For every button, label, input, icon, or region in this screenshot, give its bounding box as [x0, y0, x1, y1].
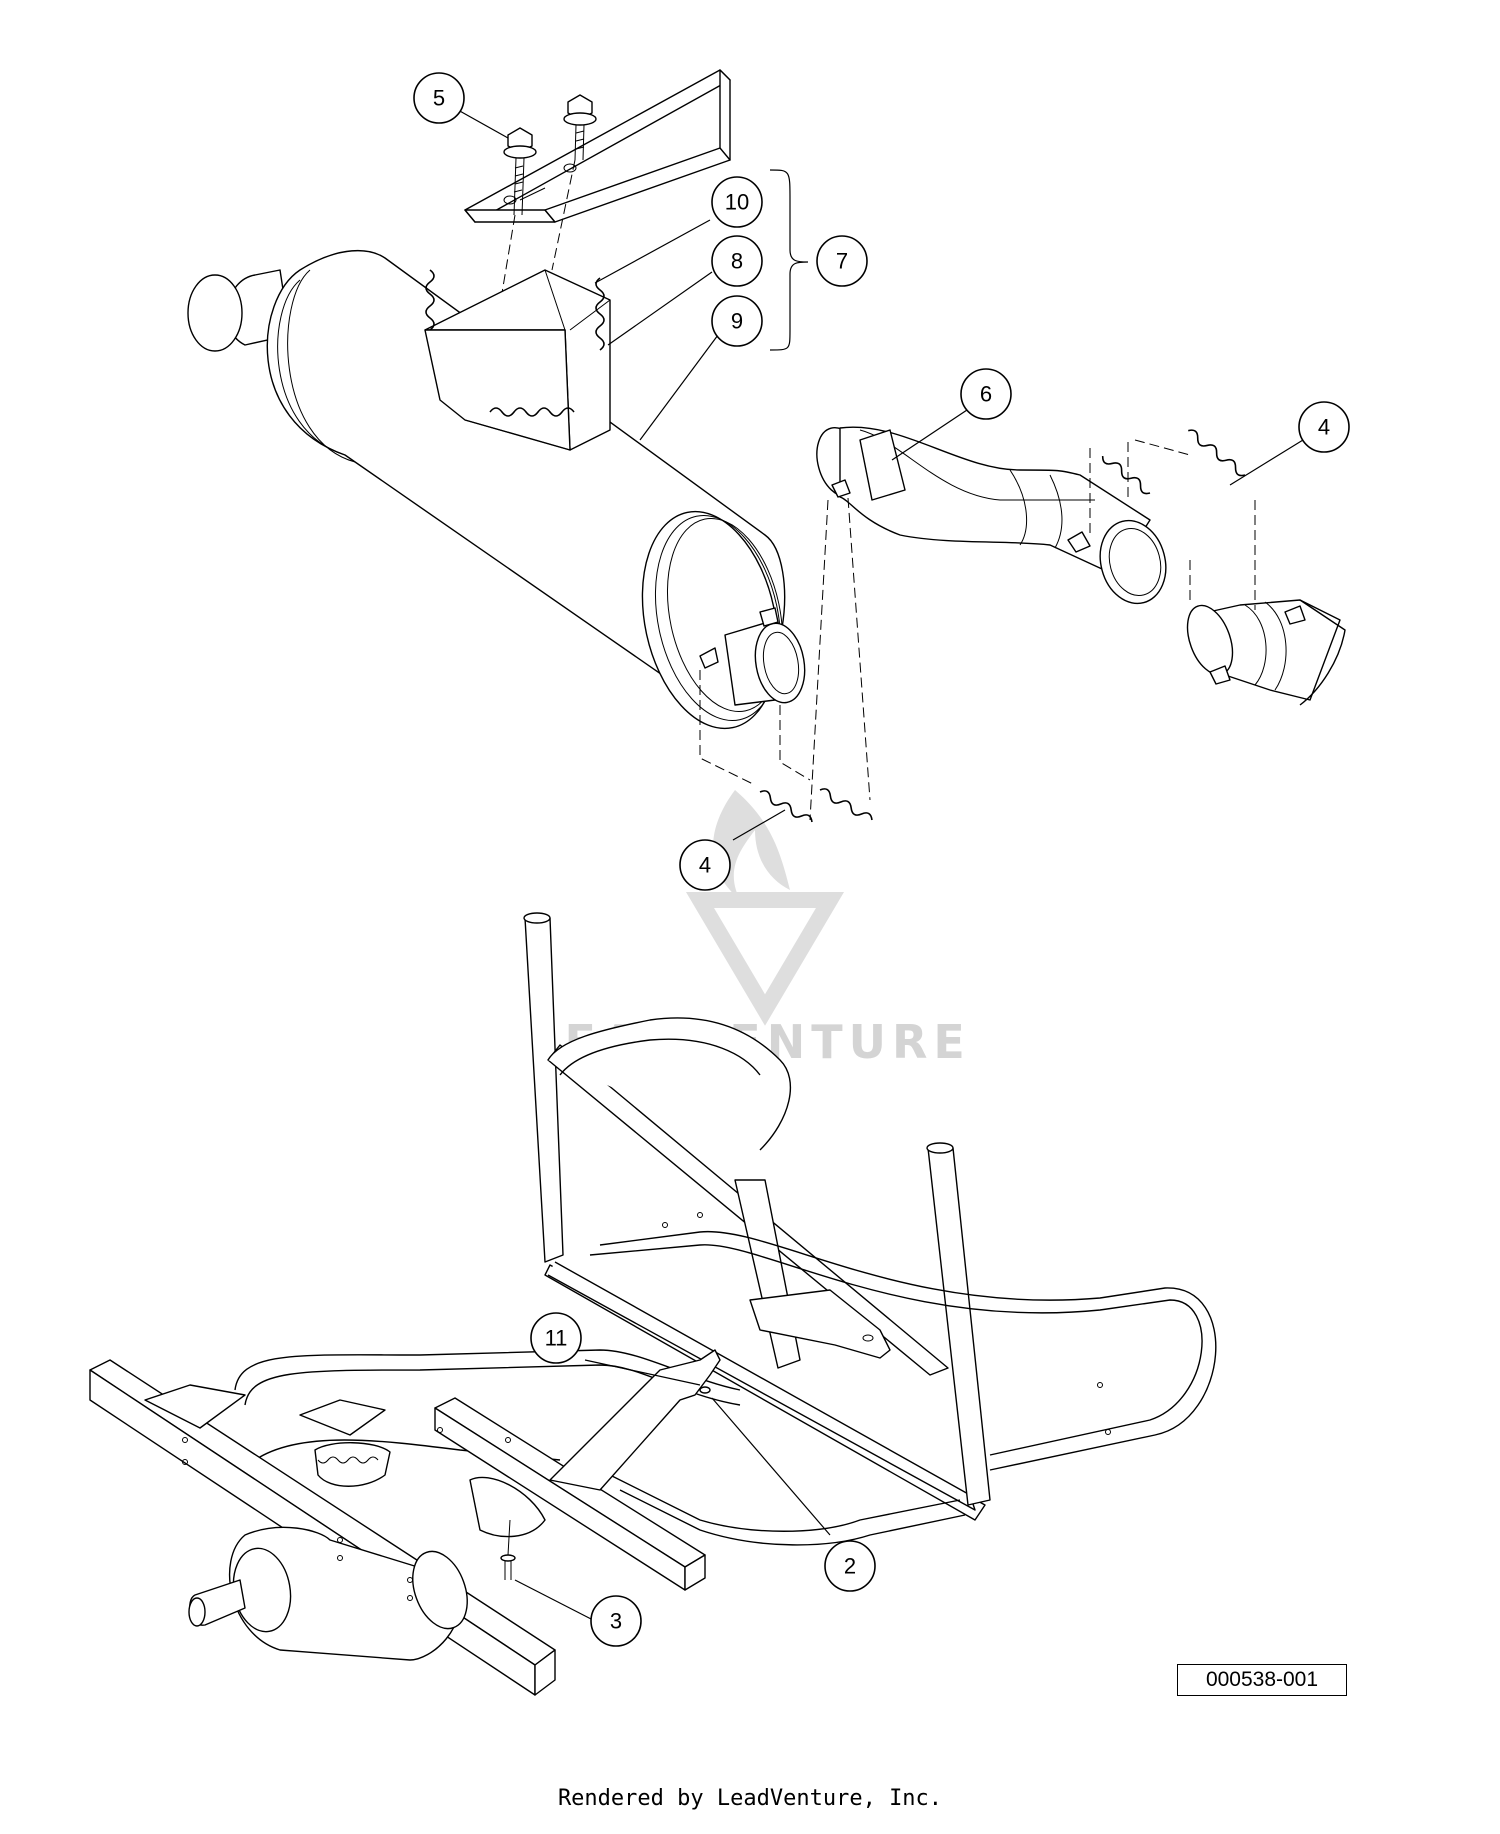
callout-2: 2	[824, 1540, 876, 1592]
svg-text:5: 5	[433, 86, 445, 111]
exhaust-pipe	[816, 426, 1167, 605]
callout-9: 9	[711, 295, 763, 347]
svg-text:4: 4	[699, 853, 711, 878]
muffler-hanger	[424, 269, 611, 451]
svg-text:9: 9	[731, 309, 743, 334]
callout-11: 11	[530, 1312, 582, 1364]
flange-bolt	[503, 127, 537, 216]
leader-lines	[457, 109, 1304, 1621]
exhaust-spring	[759, 429, 1246, 823]
svg-text:2: 2	[844, 1554, 856, 1579]
callout-5: 5	[413, 72, 465, 124]
flange-bolt-2	[563, 94, 597, 161]
hanger-spring	[425, 269, 605, 417]
svg-text:10: 10	[725, 190, 749, 215]
exhaust-tailpipe	[1186, 599, 1346, 706]
callout-7: 7	[816, 235, 868, 287]
document-number: 000538-001	[1205, 1668, 1319, 1691]
svg-text:4: 4	[1318, 415, 1330, 440]
watermark: LEADVENTURE	[529, 790, 965, 1069]
assembly-lines	[699, 439, 1256, 821]
document-number-box: 000538-001	[1177, 1664, 1347, 1696]
callout-4-right: 4	[1298, 401, 1350, 453]
svg-text:3: 3	[610, 1609, 622, 1634]
muffler	[187, 250, 806, 730]
callout-10: 10	[711, 176, 763, 228]
callout-4-left: 4	[679, 839, 731, 891]
callout-8: 8	[711, 235, 763, 287]
svg-text:8: 8	[731, 249, 743, 274]
vehicle-frame	[89, 912, 1217, 1696]
svg-text:11: 11	[545, 1326, 568, 1351]
callout-3: 3	[590, 1595, 642, 1647]
svg-text:6: 6	[980, 382, 992, 407]
svg-text:7: 7	[836, 249, 848, 274]
mounting-bracket	[464, 69, 731, 223]
footer-credit: Rendered by LeadVenture, Inc.	[557, 1786, 943, 1811]
callout-6: 6	[960, 368, 1012, 420]
